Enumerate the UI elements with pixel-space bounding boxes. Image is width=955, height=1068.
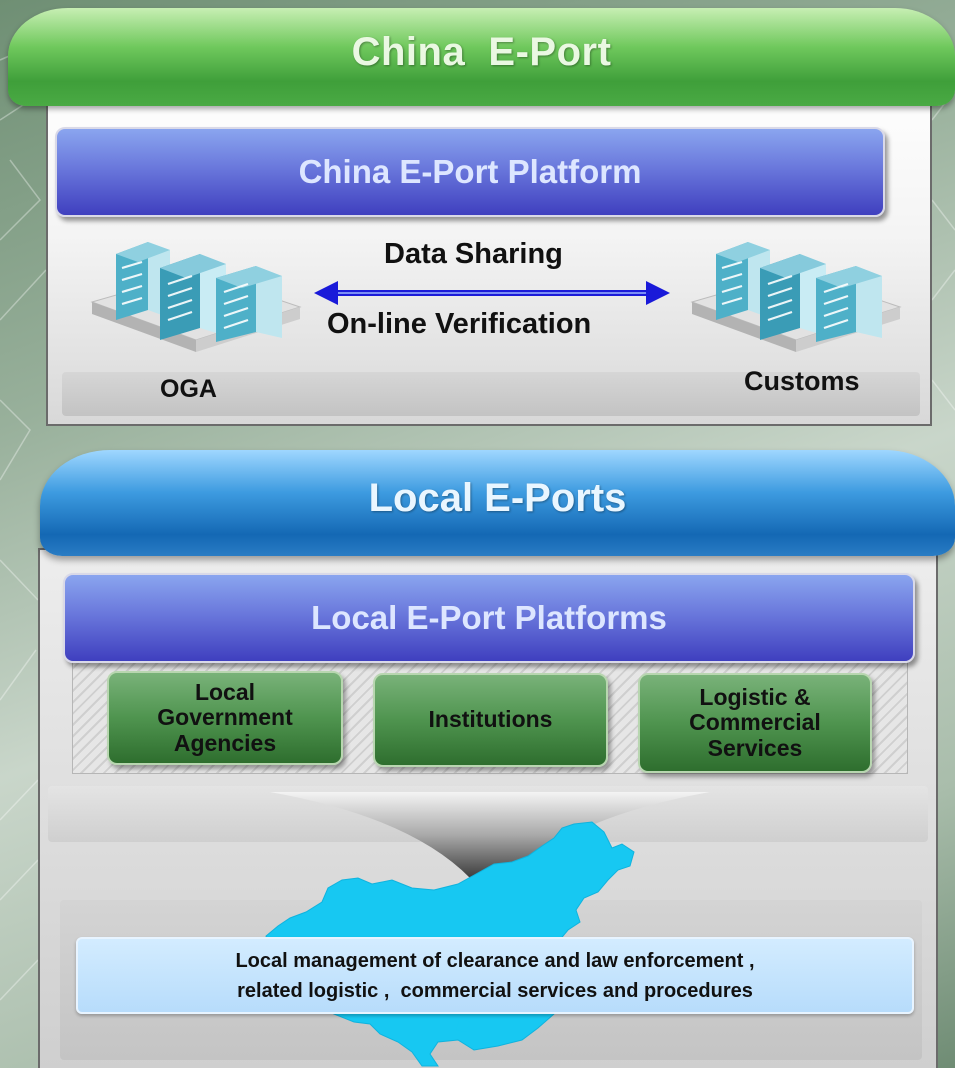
top-floor: [62, 372, 920, 416]
down-arrow-icon: [270, 792, 710, 878]
caption-line-2: related logistic , commercial services a…: [237, 979, 753, 1002]
component-institutions: Institutions: [373, 673, 608, 767]
local-eport-platform-bar: Local E-Port Platforms: [63, 573, 915, 663]
component-logistic-commercial-services: Logistic & Commercial Services: [638, 673, 872, 773]
china-eport-platform-bar: China E-Port Platform: [55, 127, 885, 217]
local-management-caption: Local management of clearance and law en…: [76, 937, 914, 1014]
online-verification-label: On-line Verification: [327, 308, 592, 340]
local-eport-platform-label: Local E-Port Platforms: [311, 599, 667, 636]
customs-building-icon: [690, 242, 902, 352]
customs-label: Customs: [744, 366, 860, 396]
component-label: Logistic & Commercial Services: [689, 684, 821, 761]
data-sharing-label: Data Sharing: [384, 238, 563, 270]
china-eport-title: China E-Port: [351, 29, 612, 74]
china-eport-banner: China E-Port: [8, 8, 955, 106]
component-label: Local Government Agencies: [157, 679, 293, 756]
china-eport-platform-label: China E-Port Platform: [298, 153, 642, 190]
oga-label: OGA: [160, 375, 217, 403]
oga-building-icon: [90, 242, 302, 352]
caption-line-1: Local management of clearance and law en…: [235, 949, 755, 972]
local-eports-banner: Local E-Ports: [40, 450, 955, 556]
local-eports-title: Local E-Ports: [368, 475, 627, 520]
component-local-government-agencies: Local Government Agencies: [107, 671, 343, 765]
data-sharing-double-arrow-icon: [314, 281, 670, 305]
component-label: Institutions: [428, 706, 553, 733]
